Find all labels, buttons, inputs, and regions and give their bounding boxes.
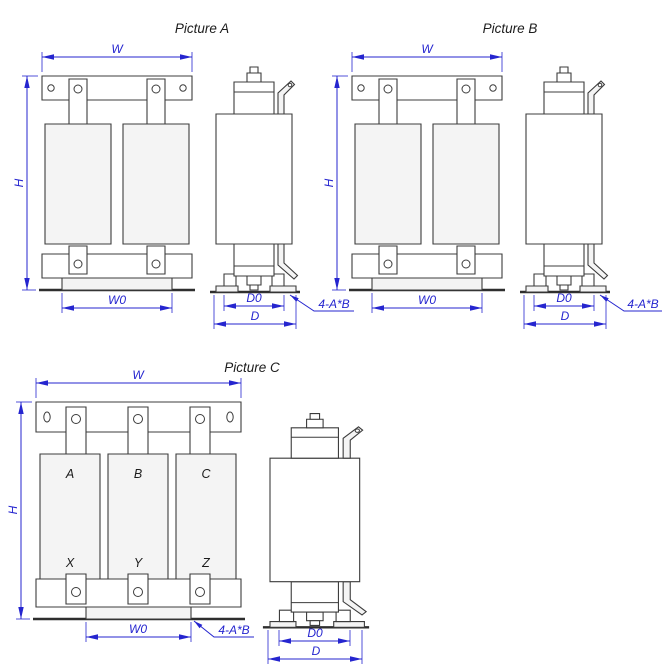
terminal-label-x: X (65, 556, 75, 570)
picture-b-side-view (518, 65, 612, 294)
leader-line (600, 295, 662, 311)
picture-a-title: Picture A (175, 21, 229, 36)
picture-c-depth-label: D (312, 644, 321, 658)
picture-a-mounting-holes-callout: 4-A*B (290, 295, 354, 311)
picture-a-front-view (37, 74, 197, 292)
picture-a-dim-base-width: W0 (62, 293, 172, 313)
picture-b-height-label: H (322, 178, 336, 187)
picture-a: Picture A W H W0 D0 (12, 21, 354, 329)
picture-b-mounting-holes-callout: 4-A*B (600, 295, 662, 311)
picture-b-dim-height: H (322, 76, 348, 290)
picture-a-dim-width: W (42, 42, 192, 72)
picture-c-dim-width: W (36, 368, 241, 398)
picture-c-terminal-labels: A B C X Y Z (65, 467, 212, 570)
picture-b-mounting-holes-label: 4-A*B (627, 297, 658, 311)
terminal-label-c: C (201, 467, 211, 481)
picture-a-side-view (208, 65, 302, 294)
picture-b-width-label: W (421, 42, 434, 56)
picture-c-front-view (31, 400, 247, 621)
picture-a-dim-base-depth: D0 (224, 291, 284, 311)
picture-a-height-label: H (12, 178, 26, 187)
picture-b-dim-base-depth: D0 (534, 291, 594, 311)
picture-c-mounting-holes-callout: 4-A*B (194, 621, 254, 637)
leader-arrow (600, 295, 609, 302)
picture-c-mounting-holes-label: 4-A*B (218, 623, 249, 637)
leader-arrow (194, 621, 203, 629)
picture-a-dim-height: H (12, 76, 38, 290)
picture-b-base-width-label: W0 (418, 293, 436, 307)
picture-a-mounting-holes-label: 4-A*B (318, 297, 349, 311)
picture-c-base-width-label: W0 (129, 622, 147, 636)
picture-b-depth-label: D (561, 309, 570, 323)
picture-a-base-depth-label: D0 (246, 291, 262, 305)
picture-c-dim-base-depth: D0 (279, 626, 350, 646)
terminal-label-z: Z (201, 556, 210, 570)
picture-c-height-label: H (6, 505, 20, 514)
picture-a-width-label: W (111, 42, 124, 56)
picture-c: Picture C A B C X Y Z W H (6, 360, 371, 664)
picture-b-title: Picture B (483, 21, 538, 36)
picture-c-dim-height: H (6, 402, 32, 619)
picture-c-dim-depth: D (268, 630, 362, 664)
picture-b: Picture B W H W0 D0 (322, 21, 662, 329)
terminal-label-a: A (65, 467, 74, 481)
terminal-label-b: B (134, 467, 142, 481)
picture-b-dim-base-width: W0 (372, 293, 482, 313)
picture-c-title: Picture C (224, 360, 280, 375)
picture-c-base-depth-label: D0 (307, 626, 323, 640)
leader-arrow (290, 295, 299, 302)
terminal-label-y: Y (134, 556, 144, 570)
picture-a-depth-label: D (251, 309, 260, 323)
picture-b-dim-width: W (352, 42, 502, 72)
picture-b-base-depth-label: D0 (556, 291, 572, 305)
picture-c-width-label: W (132, 368, 145, 382)
leader-line (290, 295, 354, 311)
picture-c-dim-base-width: W0 (86, 622, 191, 642)
picture-a-base-width-label: W0 (108, 293, 126, 307)
picture-c-side-view (261, 412, 371, 629)
picture-b-front-view (347, 74, 507, 292)
